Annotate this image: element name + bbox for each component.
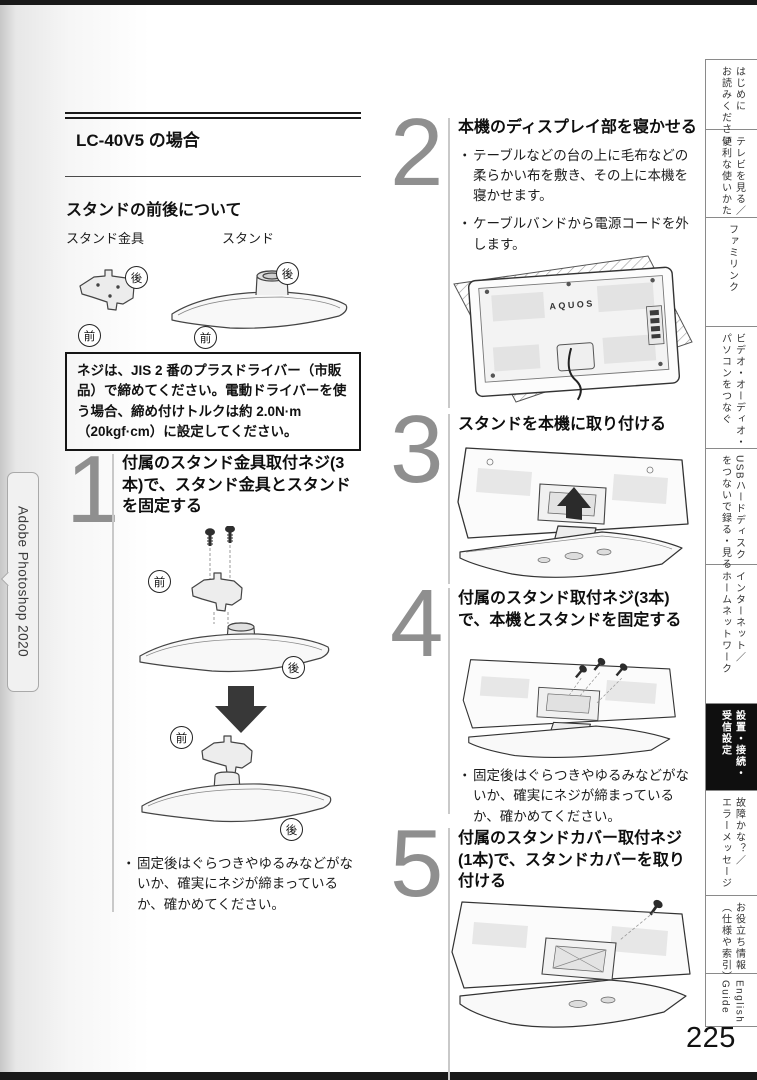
screwdriver-note-box: ネジは、JIS 2 番のプラスドライバー（市販品）で締めてください。電動ドライバ… [65, 352, 361, 451]
app-flyout-tab[interactable]: Adobe Photoshop 2020 [0, 472, 39, 692]
tab-line: をつないで録る・見る [719, 455, 731, 570]
step-title: 付属のスタンド取付ネジ(3本)で、本機とスタンドを固定する [458, 590, 682, 629]
bullet-marker: ・ [458, 216, 472, 232]
tab-line: はじめに [733, 66, 745, 112]
step2-text-block: 本機のディスプレイ部を寝かせる ・ テーブルなどの台の上に毛布などの柔らかい布を… [458, 117, 698, 255]
bullet-marker: ・ [458, 147, 472, 163]
fix-stand-screws-illustration [462, 657, 676, 758]
step4-check-bullet: ・ 固定後はぐらつきやゆるみなどがないか、確実にネジが締まっているか、確かめてく… [458, 766, 695, 827]
step-title: 付属のスタンドカバー取付ネジ(1本)で、スタンドカバーを取り付ける [458, 830, 685, 891]
bullet-text: テーブルなどの台の上に毛布などの柔らかい布を敷き、その上に本機を寝かせます。 [473, 147, 689, 204]
step-number: 3 [390, 396, 443, 503]
step-title: 付属のスタンド金具取付ネジ(3本)で、スタンド金具とスタンドを固定する [122, 455, 351, 516]
step2-bullet: ・ テーブルなどの台の上に毛布などの柔らかい布を敷き、その上に本機を寝かせます。 [458, 146, 698, 207]
step-rule [448, 414, 450, 584]
top-window-bar [0, 0, 757, 5]
sidebar-tab-tv-miru[interactable]: テレビを見る／便利な使いかた [706, 129, 757, 217]
sidebar-tab-setup-active[interactable]: 設置・接続・受信設定 [706, 703, 757, 790]
stand-parts-illustration [79, 269, 348, 329]
front-label-circle: 前 [78, 324, 101, 347]
tab-line: インターネット／ [733, 571, 745, 663]
tab-line: お読みください [719, 66, 731, 147]
flyout-label: Adobe Photoshop 2020 [15, 506, 31, 658]
attach-stand-illustration [457, 447, 689, 578]
tab-line: ホームネットワーク [719, 571, 731, 675]
sidebar-tab-usb-hdd[interactable]: USBハードディスクをつないで録る・見る [706, 448, 757, 570]
step1-check-bullet: ・ 固定後はぐらつきやゆるみなどがないか、確実にネジが締まっているか、確かめてく… [122, 854, 362, 915]
back-label-circle: 後 [282, 656, 305, 679]
sidebar-tab-info[interactable]: お役立ち情報（仕様や索引） [706, 895, 757, 983]
front-label-circle: 前 [194, 326, 217, 349]
tv-face-down-illustration: AQUOS [453, 255, 693, 403]
step2-bullet: ・ ケーブルバンドから電源コードを外します。 [458, 214, 698, 255]
sidebar-tab-video-audio[interactable]: ビデオ・オーディオ・パソコンをつなぐ [706, 326, 757, 448]
front-label-circle: 前 [148, 570, 171, 593]
step-title: 本機のディスプレイ部を寝かせる [458, 119, 697, 136]
section-heading: スタンドの前後について [66, 202, 242, 219]
step-number: 1 [66, 436, 119, 543]
front-label-circle: 前 [170, 726, 193, 749]
model-box-double-rule [65, 112, 361, 119]
sidebar-tab-hajimeni[interactable]: はじめにお読みください [706, 59, 757, 147]
tab-line: パソコンをつなぐ [719, 333, 731, 425]
page-number: 225 [686, 1022, 736, 1054]
tv-logo-text: AQUOS [549, 298, 595, 311]
step-rule [112, 454, 114, 912]
bottom-window-bar [0, 1072, 757, 1080]
bullet-text: 固定後はぐらつきやゆるみなどがないか、確実にネジが締まっているか、確かめてくださ… [473, 768, 689, 824]
tab-line: お役立ち情報 [733, 902, 745, 971]
back-label-circle: 後 [280, 818, 303, 841]
stand-cover-illustration [451, 899, 691, 1028]
sidebar-tab-internet[interactable]: インターネット／ホームネットワーク [706, 564, 757, 703]
bullet-text: 固定後はぐらつきやゆるみなどがないか、確実にネジが締まっているか、確かめてくださ… [137, 856, 353, 912]
bullet-text: ケーブルバンドから電源コードを外します。 [473, 216, 689, 252]
bullet-marker: ・ [122, 856, 136, 871]
tab-line: テレビを見る／ [733, 136, 745, 217]
model-title: LC-40V5 の場合 [76, 131, 200, 150]
step-number: 5 [390, 810, 443, 917]
tab-line: English [733, 980, 745, 1024]
tab-line: ファミリンク [726, 224, 738, 293]
bracket-part-label: スタンド金具 [66, 231, 145, 246]
back-label-circle: 後 [276, 262, 299, 285]
step-title: スタンドを本機に取り付ける [458, 416, 667, 433]
tab-line: Guide [719, 980, 731, 1015]
tab-line: 故障かな？／ [733, 797, 745, 866]
tab-line: 受信設定 [719, 710, 731, 756]
sidebar-tab-troubleshooting[interactable]: 故障かな？／エラーメッセージ [706, 790, 757, 895]
step-rule [448, 828, 450, 1080]
step-number: 2 [390, 99, 443, 206]
bullet-marker: ・ [458, 768, 472, 783]
model-box-underline [65, 176, 361, 177]
sidebar-tab-familink[interactable]: ファミリンク [706, 217, 757, 326]
tab-line: エラーメッセージ [719, 797, 731, 889]
stand-part-label: スタンド [222, 231, 275, 246]
tab-line: ビデオ・オーディオ・ [733, 333, 745, 448]
tab-line: （仕様や索引） [719, 902, 731, 983]
tab-line: 設置・接続・ [733, 710, 745, 779]
chapter-tab-sidebar: はじめにお読みください テレビを見る／便利な使いかた ファミリンク ビデオ・オー… [705, 59, 757, 1027]
tab-line: 便利な使いかた [719, 136, 731, 217]
step-number: 4 [390, 570, 443, 677]
step1-assembly-illustration [139, 526, 332, 823]
step-rule [448, 118, 450, 408]
tab-line: USBハードディスク [733, 455, 745, 561]
step-rule [448, 588, 450, 814]
back-label-circle: 後 [125, 266, 148, 289]
